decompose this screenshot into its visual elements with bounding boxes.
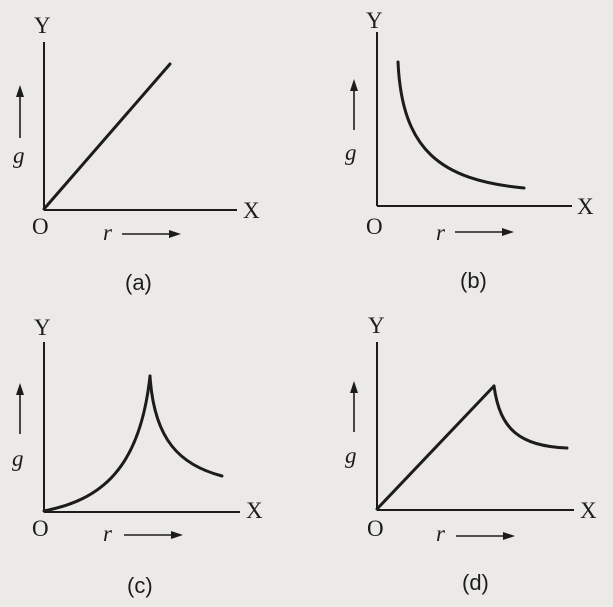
y-variable-label: g bbox=[345, 140, 357, 165]
r-right-arrow bbox=[122, 230, 181, 238]
y-axis-letter: Y bbox=[34, 13, 51, 38]
origin-label: O bbox=[32, 214, 49, 239]
r-right-arrow bbox=[456, 532, 515, 540]
panel-a: Y X O g r (a) bbox=[13, 13, 260, 295]
curve-d-falling bbox=[492, 384, 569, 450]
y-axis-letter: Y bbox=[366, 8, 383, 33]
g-up-arrow bbox=[350, 381, 358, 432]
y-variable-label: g bbox=[12, 446, 24, 471]
origin-label: O bbox=[366, 214, 383, 239]
caption-d: (d) bbox=[462, 570, 489, 595]
curve-d-linear bbox=[375, 384, 496, 511]
r-right-arrow bbox=[124, 531, 183, 539]
x-variable-label: r bbox=[103, 521, 113, 546]
curve-a bbox=[42, 62, 172, 211]
y-variable-label: g bbox=[13, 143, 25, 168]
x-axis-letter: X bbox=[246, 498, 263, 523]
curve-c-falling bbox=[148, 374, 224, 478]
x-axis-letter: X bbox=[577, 194, 594, 219]
x-axis-letter: X bbox=[580, 498, 597, 523]
origin-label: O bbox=[32, 516, 49, 541]
x-variable-label: r bbox=[436, 521, 446, 546]
panel-c: Y X O g r (c) bbox=[12, 315, 263, 598]
r-right-arrow bbox=[455, 228, 514, 236]
x-variable-label: r bbox=[103, 220, 113, 245]
g-up-arrow bbox=[16, 383, 24, 434]
g-up-arrow bbox=[16, 85, 24, 138]
panel-d: Y X O g r (d) bbox=[345, 313, 597, 595]
x-variable-label: r bbox=[436, 220, 446, 245]
origin-label: O bbox=[367, 516, 384, 541]
curve-c-rising bbox=[42, 374, 152, 513]
y-axis-letter: Y bbox=[34, 315, 51, 340]
y-variable-label: g bbox=[345, 443, 357, 468]
x-axis-letter: X bbox=[243, 198, 260, 223]
caption-a: (a) bbox=[125, 270, 152, 295]
y-axis-letter: Y bbox=[368, 313, 385, 338]
g-up-arrow bbox=[350, 79, 358, 130]
caption-b: (b) bbox=[460, 268, 487, 293]
curve-b bbox=[396, 60, 526, 190]
caption-c: (c) bbox=[127, 573, 153, 598]
panel-b: Y X O g r (b) bbox=[345, 8, 594, 293]
